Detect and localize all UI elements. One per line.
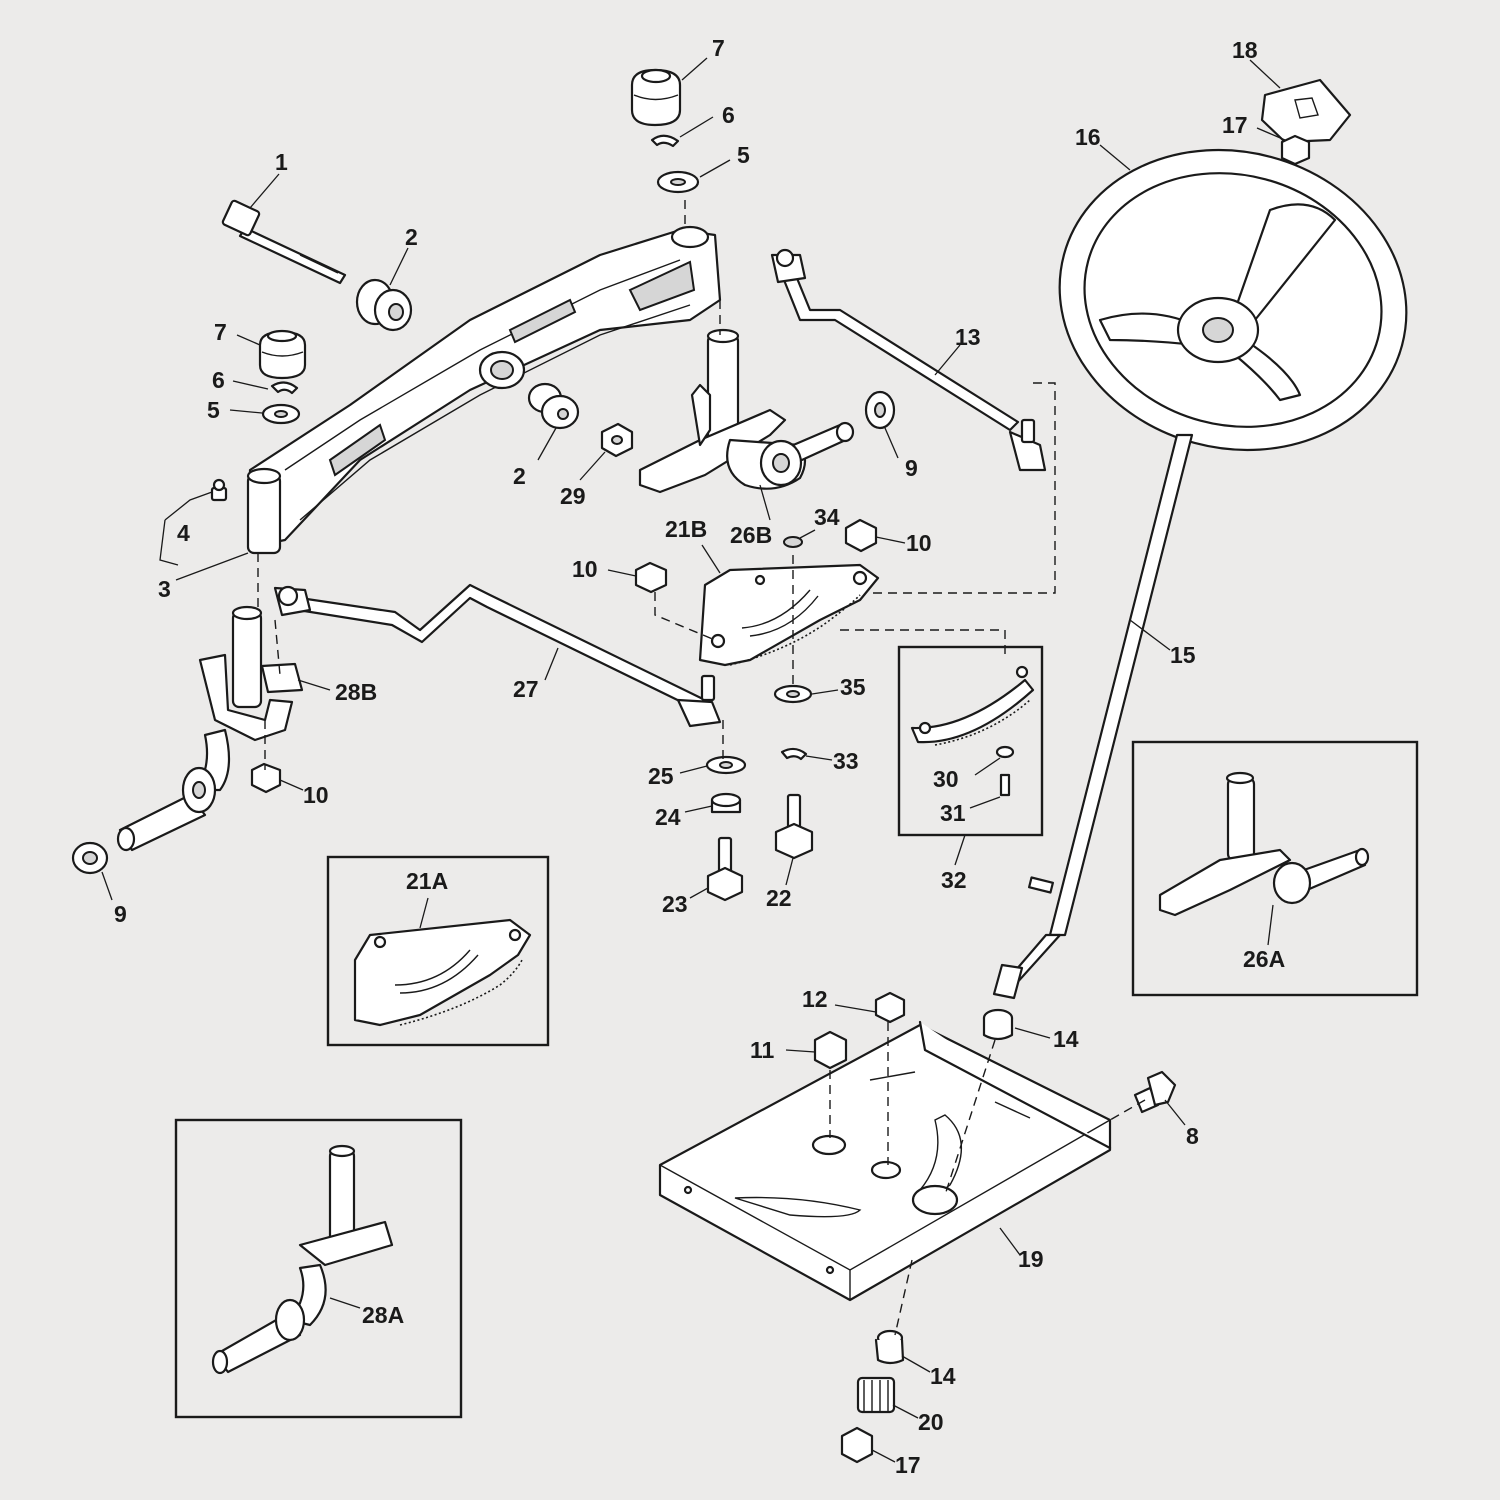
grease-fitting: [210, 478, 228, 502]
callout-13: 13: [955, 324, 981, 350]
cap-right: [630, 68, 682, 127]
steering-shaft: [992, 433, 1194, 1000]
bolt-23: [706, 836, 744, 902]
lock-nut: [600, 422, 634, 458]
callout-23: 23: [662, 891, 688, 917]
callout-28B: 28B: [335, 679, 377, 705]
washer-34: [783, 536, 803, 548]
callout-19: 19: [1018, 1246, 1044, 1272]
callout-26B: 26B: [730, 522, 772, 548]
callout-21B: 21B: [665, 516, 707, 542]
nut-17-bottom: [840, 1426, 874, 1464]
washer-left: [261, 403, 301, 425]
inset-26a: [1131, 740, 1419, 997]
callout-10-right: 10: [906, 530, 932, 556]
callout-7-left: 7: [214, 319, 227, 345]
callout-labels: 1 2 2 3 4 5 5 6 6 7 7 8 9 9 10 10 10 11 …: [114, 35, 1285, 1478]
callout-6-right: 6: [722, 102, 735, 128]
drag-link: [770, 248, 1047, 472]
tie-rod: [273, 583, 722, 728]
assembly-lines: [257, 200, 1146, 1336]
callout-17-bottom: 17: [895, 1452, 921, 1478]
callout-17-top: 17: [1222, 112, 1248, 138]
nut-10-right: [844, 518, 878, 553]
callout-31: 31: [940, 800, 966, 826]
pinion-gear: [856, 1376, 896, 1414]
callout-20: 20: [918, 1409, 944, 1435]
bushing: [355, 278, 413, 332]
callout-2-lower: 2: [513, 463, 526, 489]
callout-25: 25: [648, 763, 674, 789]
callout-7-right: 7: [712, 35, 725, 61]
callout-10-lower: 10: [303, 782, 329, 808]
callout-34: 34: [814, 504, 840, 530]
callout-32: 32: [941, 867, 967, 893]
left-spindle: [116, 605, 304, 852]
washer-35: [773, 684, 813, 704]
callout-8: 8: [1186, 1123, 1199, 1149]
callout-33: 33: [833, 748, 859, 774]
steering-bracket: [658, 1020, 1112, 1302]
callout-24: 24: [655, 804, 681, 830]
callout-16: 16: [1075, 124, 1101, 150]
washer-9-left: [71, 841, 109, 875]
callout-15: 15: [1170, 642, 1196, 668]
leader-lines: [101, 57, 1286, 1463]
callout-29: 29: [560, 483, 586, 509]
callout-12: 12: [802, 986, 828, 1012]
callout-9-right: 9: [905, 455, 918, 481]
callout-27: 27: [513, 676, 539, 702]
nut-10-center: [634, 561, 668, 594]
nut-12: [874, 991, 906, 1024]
callout-4: 4: [177, 520, 190, 546]
callout-35: 35: [840, 674, 866, 700]
inset-21a: [326, 855, 550, 1047]
callout-10-center: 10: [572, 556, 598, 582]
nut-10-lower: [250, 762, 282, 794]
callout-21A: 21A: [406, 868, 448, 894]
callout-30: 30: [933, 766, 959, 792]
front-axle: [246, 225, 722, 555]
callout-14-top: 14: [1053, 1026, 1079, 1052]
nut-11: [813, 1030, 848, 1070]
bolt-22: [774, 793, 814, 860]
callout-28A: 28A: [362, 1302, 404, 1328]
callout-9-left: 9: [114, 901, 127, 927]
callout-2-upper: 2: [405, 224, 418, 250]
callout-18: 18: [1232, 37, 1258, 63]
callout-11: 11: [750, 1037, 775, 1063]
bushing-24: [710, 792, 742, 814]
nut-17-top: [1280, 134, 1311, 166]
bolt-8: [1133, 1070, 1177, 1114]
callout-3: 3: [158, 576, 171, 602]
inset-28a: [174, 1118, 463, 1419]
right-spindle: [638, 328, 855, 494]
washer-right: [656, 170, 700, 194]
bushing-14-bottom: [874, 1329, 905, 1365]
steering-cap: [1260, 78, 1352, 144]
callout-5-left: 5: [207, 397, 220, 423]
e-clip-left: [270, 381, 299, 395]
cap-left: [258, 329, 307, 380]
washer-9-right: [864, 390, 896, 430]
callout-26A: 26A: [1243, 946, 1285, 972]
callout-1: 1: [275, 149, 288, 175]
callout-5-right: 5: [737, 142, 750, 168]
e-clip-33: [780, 747, 808, 761]
steering-wheel: [1058, 148, 1408, 452]
washer-25: [705, 755, 747, 775]
pivot-bolt: [221, 199, 347, 285]
e-clip-right: [650, 134, 680, 148]
sector-gear: [698, 563, 880, 667]
callout-6-left: 6: [212, 367, 225, 393]
inset-32: [897, 645, 1044, 837]
callout-22: 22: [766, 885, 792, 911]
callout-14-bottom: 14: [930, 1363, 956, 1389]
bushing-lower: [527, 382, 580, 430]
bushing-14-top: [982, 1008, 1014, 1041]
